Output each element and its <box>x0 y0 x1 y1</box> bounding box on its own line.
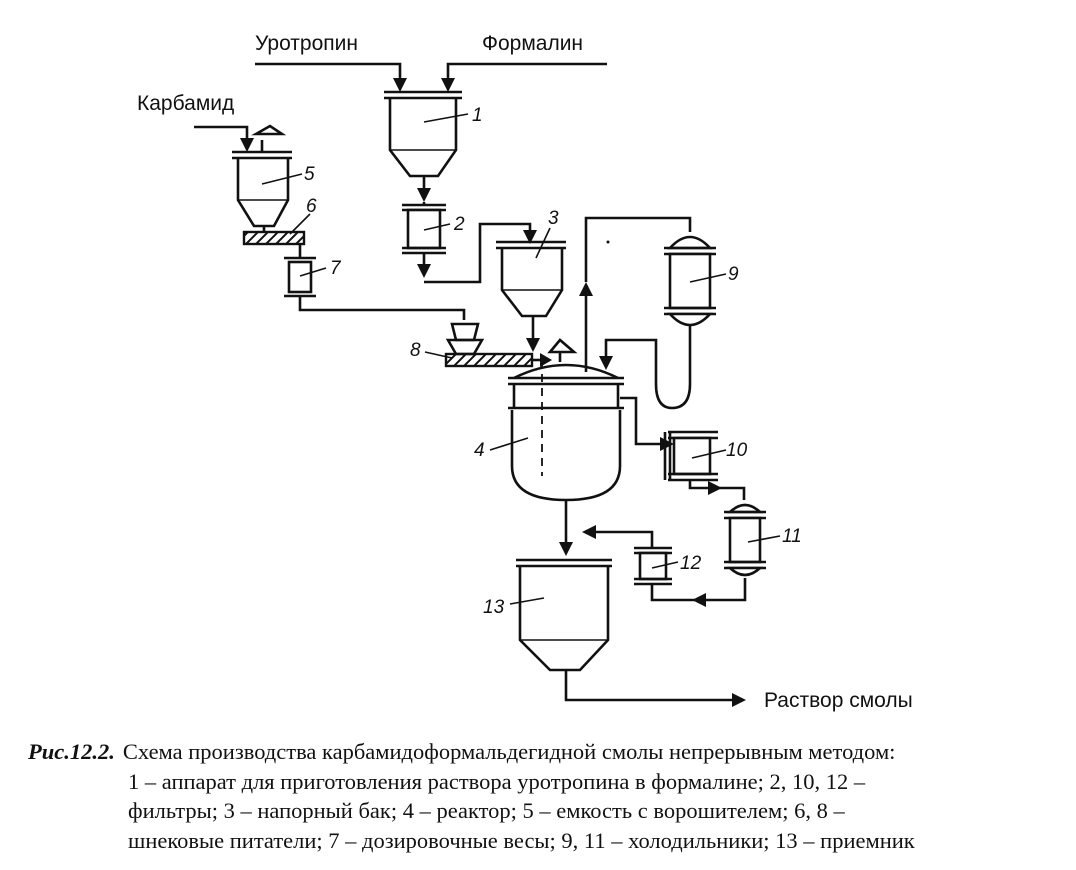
label-3: 3 <box>548 208 559 229</box>
figure-caption: Рис.12.2. Схема производства карбамидофор… <box>28 737 1058 855</box>
input-label-karbamid: Карбамид <box>137 92 234 115</box>
dosing-scale-7 <box>284 244 466 320</box>
karbamid-feed-line <box>194 125 254 152</box>
label-6: 6 <box>306 196 317 217</box>
screw-feeder-8 <box>444 322 552 368</box>
screw-feeder-6 <box>242 230 306 246</box>
label-8: 8 <box>410 340 421 361</box>
label-5: 5 <box>304 164 315 185</box>
input-label-formalin: Формалин <box>482 32 583 55</box>
leader-2 <box>423 223 451 231</box>
leader-5 <box>261 173 303 185</box>
head-tank-3 <box>496 240 566 352</box>
agitator-motor-5-icon <box>251 124 287 152</box>
leader-10 <box>691 449 727 459</box>
caption-line-4: шнековые питатели; 7 – дозировочные весы… <box>128 827 915 853</box>
reactor-motor-icon <box>547 338 578 362</box>
leader-8 <box>424 351 453 359</box>
label-10: 10 <box>726 440 748 461</box>
label-13: 13 <box>483 597 505 618</box>
line-reactor-to-receiver13 <box>559 500 573 556</box>
receiver-13 <box>516 558 612 672</box>
line-condenser11-to-filter12 <box>650 578 747 607</box>
leader-6 <box>289 213 311 235</box>
label-4: 4 <box>474 440 485 461</box>
product-outlet-line <box>564 670 746 707</box>
label-7: 7 <box>330 258 342 279</box>
condenser-9 <box>664 235 716 327</box>
caption-text-1: Схема производства карбамидоформальдегид… <box>122 739 896 764</box>
urotropin-feed-line <box>255 62 407 92</box>
label-9: 9 <box>728 264 739 285</box>
vessel-5-with-agitator <box>232 150 292 232</box>
figure-label: Рис.12.2. <box>28 739 115 764</box>
leader-9 <box>689 273 727 283</box>
apparatus-1-urotropin-dissolver <box>384 90 462 202</box>
line-filter2-to-tank3 <box>424 222 537 284</box>
leader-7 <box>299 267 327 277</box>
formalin-feed-line <box>441 62 607 92</box>
caption-line-1: Рис.12.2. Схема производства карбамидофор… <box>28 737 1058 767</box>
line-reactor-to-filter10 <box>620 396 674 451</box>
line-filter12-to-receiver <box>582 525 654 548</box>
speck-dot <box>606 240 610 244</box>
label-12: 12 <box>680 553 702 574</box>
label-1: 1 <box>472 105 483 126</box>
process-flow-diagram: Уротропин Формалин Карбамид 1 2 <box>137 32 913 712</box>
leader-11 <box>747 535 781 543</box>
output-label-resin-solution: Раствор смолы <box>764 689 913 712</box>
input-label-urotropin: Уротропин <box>255 32 358 55</box>
leader-12 <box>651 561 679 569</box>
label-11: 11 <box>782 526 802 547</box>
filter-10 <box>663 430 718 482</box>
filter-12 <box>634 546 672 586</box>
caption-line-3: фильтры; 3 – напорный бак; 4 – реактор; … <box>128 798 845 823</box>
leader-4 <box>489 437 529 451</box>
vapor-line-to-condenser-9 <box>579 216 692 372</box>
label-2: 2 <box>453 214 465 235</box>
line-filter10-to-condenser11 <box>688 480 746 500</box>
leader-1 <box>423 113 469 123</box>
caption-line-2: 1 – аппарат для приготовления раствора у… <box>128 768 866 794</box>
reflux-return-line <box>599 326 692 410</box>
filter-2 <box>402 202 446 278</box>
leader-3 <box>535 227 551 259</box>
reactor-4 <box>508 360 624 502</box>
leader-13 <box>509 597 545 605</box>
